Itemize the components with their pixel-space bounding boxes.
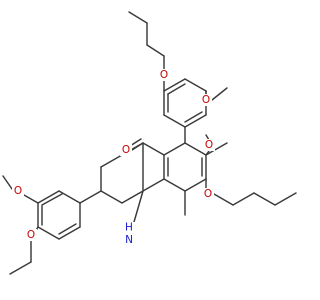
atom-label-o-methoxy-left-upper: O	[14, 185, 22, 197]
bond-line	[121, 190, 144, 204]
bond-line	[100, 190, 123, 204]
bond-line	[184, 178, 207, 192]
atom-label-o-ketone: O	[122, 144, 130, 156]
atom-o-propoxy: O	[158, 69, 170, 81]
bond-line	[37, 190, 60, 204]
atom-o-methoxy-left-upper: O	[12, 185, 24, 197]
bond-line	[211, 87, 228, 101]
bond-line	[146, 44, 165, 57]
bond-line	[41, 193, 63, 206]
atom-o-ketone: O	[120, 144, 132, 156]
bond-line	[128, 11, 148, 24]
bond-line	[23, 194, 39, 204]
atom-o-methoxy-top: O	[200, 94, 212, 106]
atom-label-o-ester: O	[204, 188, 212, 200]
bond-line	[184, 111, 203, 123]
bond-line	[37, 226, 60, 240]
bond-line	[58, 190, 81, 204]
bond-line	[163, 114, 186, 128]
bond-line	[79, 190, 102, 204]
bond-line	[142, 178, 165, 192]
bond-line	[184, 142, 207, 156]
bond-line	[253, 192, 276, 206]
bond-line	[2, 175, 13, 190]
atom-label-o-methoxy-left-lower: O	[27, 229, 35, 241]
atom-o-ester-carbonyl: O	[203, 139, 215, 151]
bond-line	[9, 261, 32, 275]
bond-line	[167, 83, 186, 95]
atom-o-ester: O	[202, 188, 214, 200]
bond-line	[142, 142, 165, 156]
bond-line	[274, 192, 297, 206]
atom-label-o-propoxy: O	[160, 69, 168, 81]
bond-line	[205, 142, 228, 156]
bond-line	[163, 178, 186, 192]
bond-line	[232, 192, 255, 206]
bond-line	[58, 223, 77, 235]
bond-line	[58, 226, 81, 240]
bond-line	[163, 78, 186, 92]
atom-o-methoxy-left-lower: O	[25, 229, 37, 241]
bond-line	[100, 154, 123, 168]
bond-line	[184, 78, 207, 92]
atom-label-o-ester-carbonyl: O	[205, 139, 213, 151]
bond-line	[133, 190, 144, 223]
bond-line	[184, 114, 207, 128]
bond-line	[163, 142, 186, 156]
bond-lines	[2, 11, 297, 275]
atom-label-o-methoxy-top: O	[202, 94, 210, 106]
bond-line	[213, 193, 234, 206]
